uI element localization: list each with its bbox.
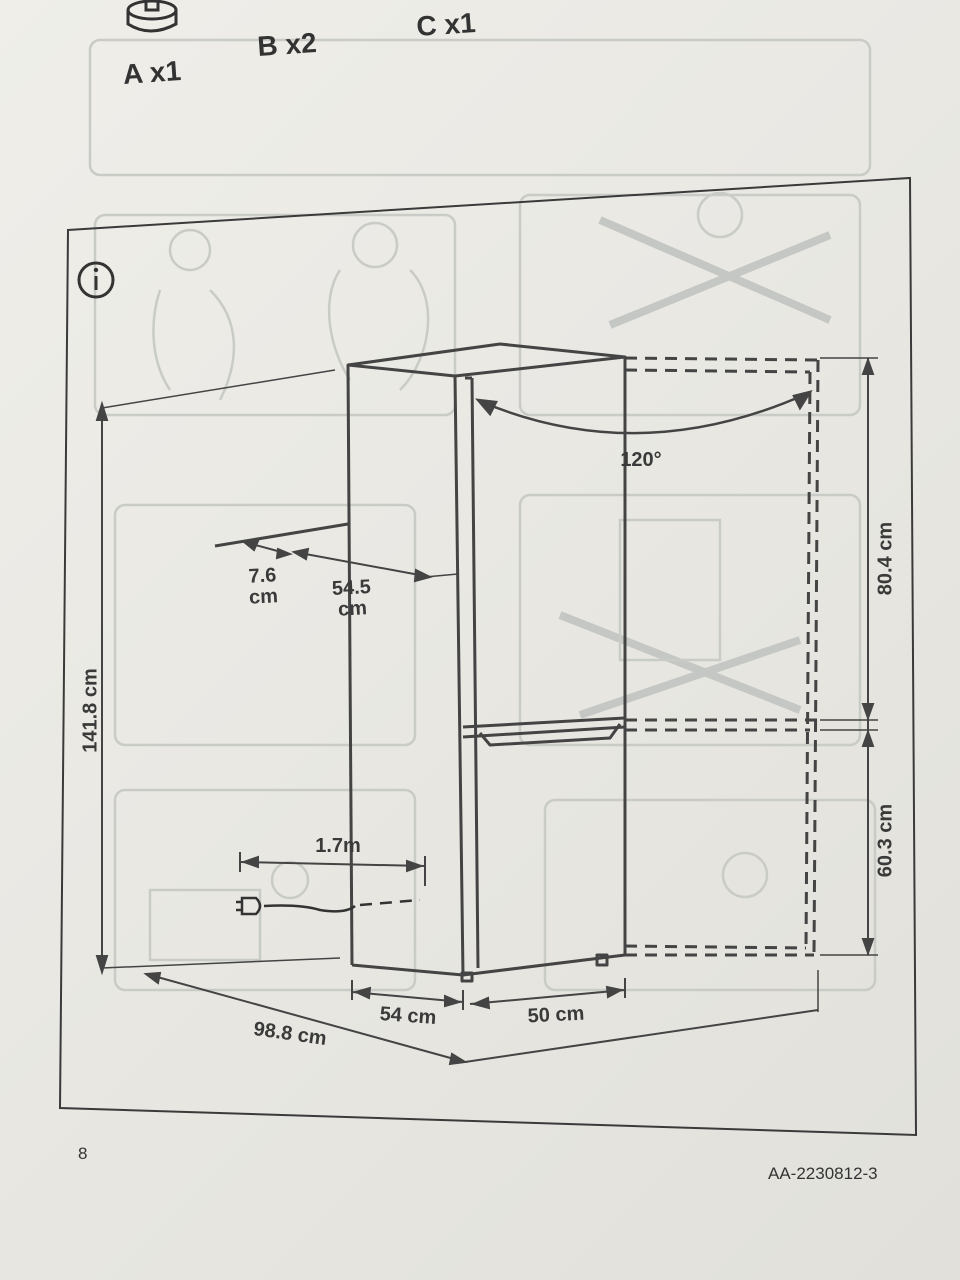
cable-length-label: 1.7m	[315, 835, 361, 857]
fridge-height-label: 80.4 cm	[874, 521, 897, 596]
part-a-label: A x1	[121, 55, 183, 90]
panel-frame	[58, 176, 918, 1137]
background-illustrations	[88, 38, 877, 992]
door-gap-value: 7.6	[247, 564, 277, 588]
document-code: AA-2230812-3	[768, 1164, 878, 1183]
freezer-height-label: 60.3 cm	[874, 803, 897, 878]
power-plug-icon	[236, 896, 421, 916]
dimension-lines	[95, 357, 878, 1066]
fridge-outline	[346, 342, 627, 983]
part-c-label: C x1	[415, 6, 477, 43]
page-number: 8	[78, 1144, 88, 1163]
part-b-label: B x2	[256, 26, 318, 63]
door-angle-arc	[474, 390, 813, 435]
door-gap-label: 7.6 cm	[235, 564, 291, 610]
door-gap-unit: cm	[248, 585, 279, 609]
total-height-label: 141.8 cm	[79, 668, 102, 753]
part-a-icon	[126, 0, 178, 33]
open-door-outline	[624, 356, 820, 957]
depth-unit: cm	[337, 597, 368, 621]
door-open-depth-label: 50 cm	[527, 1002, 585, 1028]
info-icon	[77, 261, 115, 299]
door-angle-label: 120°	[620, 449, 662, 471]
depth-label: 54.5 cm	[321, 576, 383, 621]
